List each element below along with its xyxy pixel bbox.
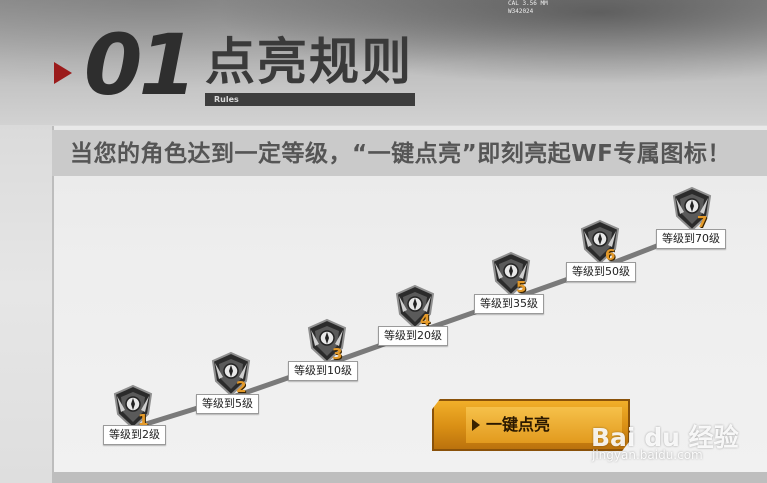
level-label: 等级到5级 <box>196 394 259 414</box>
hero-mech-text: CAL 3.56 MM W342024 <box>508 0 578 16</box>
level-badge-number: 7 <box>697 213 708 231</box>
level-badge-number: 1 <box>138 411 149 429</box>
baidu-watermark-logo: Bai du 经验 <box>591 423 739 452</box>
level-badge-number: 6 <box>605 246 616 264</box>
mech-text-line: CAL 3.56 MM <box>508 0 548 7</box>
level-label: 等级到10级 <box>288 361 358 381</box>
section-number: 01 <box>84 16 197 114</box>
section-subtitle-bar <box>205 93 415 106</box>
level-badge-icon <box>670 186 714 232</box>
light-up-button-face[interactable] <box>466 407 622 443</box>
level-label: 等级到35级 <box>474 294 544 314</box>
level-label: 等级到50级 <box>566 262 636 282</box>
play-arrow-icon <box>472 419 480 431</box>
level-badge-number: 2 <box>236 378 247 396</box>
section-arrow-icon <box>54 62 72 84</box>
rules-banner-text: 当您的角色达到一定等级，“一键点亮”即刻亮起WF专属图标！ <box>70 141 731 167</box>
level-badge-number: 5 <box>516 278 527 296</box>
level-label: 等级到70级 <box>656 229 726 249</box>
baidu-watermark-url: jingyan.baidu.com <box>592 448 703 462</box>
level-badge-icon <box>209 351 253 397</box>
panel-bottom-strip <box>52 472 767 483</box>
light-up-button-label[interactable]: 一键点亮 <box>486 415 551 434</box>
level-badge-icon <box>489 251 533 297</box>
section-title: 点亮规则 <box>205 33 413 91</box>
mech-text-line: W342024 <box>508 8 534 15</box>
level-badge-number: 4 <box>420 311 431 329</box>
rules-banner <box>52 130 767 176</box>
section-subtitle: Rules <box>214 95 239 104</box>
level-badge-icon <box>305 318 349 364</box>
level-label: 等级到2级 <box>103 425 166 445</box>
level-badge-number: 3 <box>332 345 343 363</box>
level-label: 等级到20级 <box>378 326 448 346</box>
